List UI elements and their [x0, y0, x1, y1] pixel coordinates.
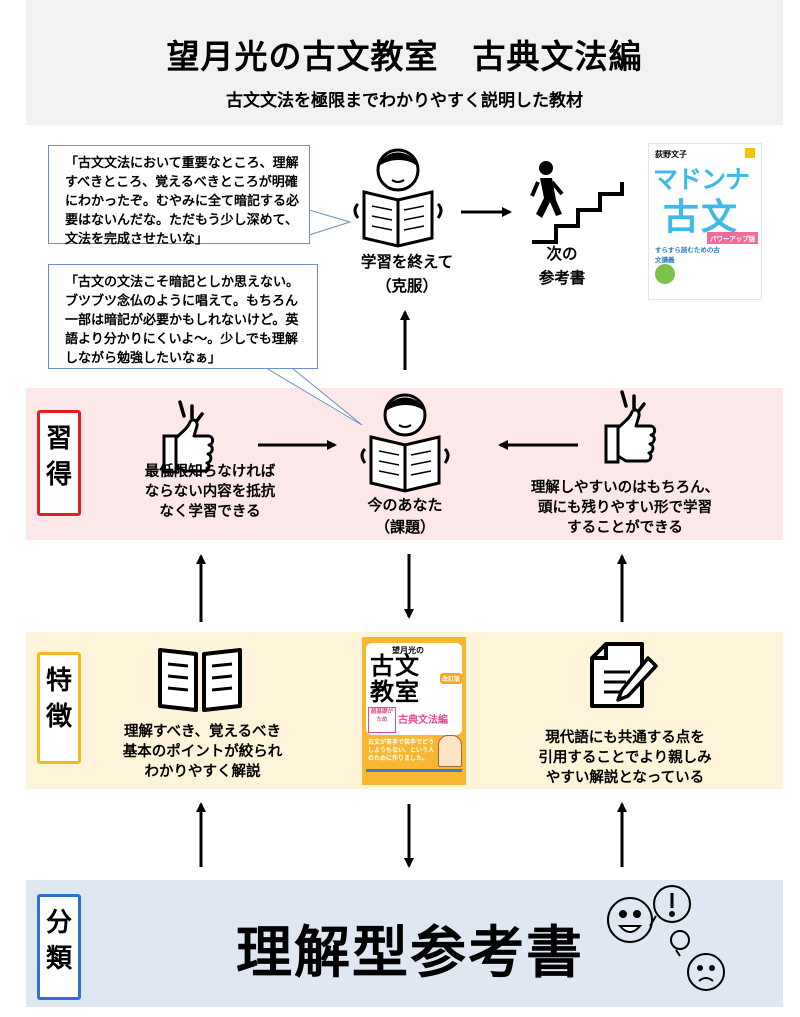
tag-learning-char-1: 習 [45, 424, 72, 454]
feature-left-line-3: わかりやすく解説 [144, 764, 261, 780]
learn-center-caption: 今のあなた （課題） [325, 494, 485, 538]
feature-right-caption: 現代語にも共通する点を 引用することでより親しみ やすい解説となっている [510, 728, 740, 788]
cover-title-1: 古文 [370, 652, 420, 680]
learn-right-line-3: することができる [567, 520, 683, 536]
tag-classification-char-1: 分 [45, 908, 72, 938]
next-book-author: 荻野文子 [655, 150, 687, 159]
tag-learning: 習 得 [37, 410, 81, 516]
cover-blurb: 古文が苦手で苦手でどうしようもない、という人のために作りました。 [368, 739, 435, 762]
featured-book-cover: 望月光の 古文 教室 改訂版 古典文法編 超基礎がため 古文が苦手で苦手でどうし… [362, 637, 466, 785]
after-study-line-1: 学習を終えて [360, 253, 454, 271]
next-book-cover: 荻野文子 マドンナ 古文 パワーアップ版 すらすら読むための古文講義 [648, 143, 762, 300]
thumbs-up-icon-left [162, 400, 215, 474]
learn-left-caption: 最低限知らなければ ならない内容を抵抗 なく学習できる [110, 462, 310, 522]
tag-classification: 分 類 [37, 894, 81, 1000]
feature-left-caption: 理解すべき、覚えるべき 基本のポイントが絞られ わかりやすく解説 [100, 722, 305, 782]
next-book-blurb: すらすら読むための古文講義 [655, 246, 720, 264]
learn-left-line-3: なく学習できる [159, 504, 261, 520]
tag-classification-char-2: 類 [45, 944, 72, 974]
next-book-edition: パワーアップ版 [707, 232, 759, 244]
learn-center-line-1: 今のあなた [367, 496, 443, 514]
after-study-line-2: （克服） [375, 277, 438, 295]
next-book-line-1: 次の [546, 245, 578, 263]
next-book-caption: 次の 参考書 [512, 242, 612, 290]
open-book-icon [158, 648, 242, 712]
learn-right-caption: 理解しやすいのはもちろん、 頭にも残りやすい形で学習 することができる [510, 478, 740, 538]
publisher-mark-icon [745, 148, 755, 158]
learn-right-line-2: 頭にも残りやすい形で学習 [538, 500, 712, 516]
learn-center-line-2: （課題） [374, 518, 435, 536]
reader-icon-current [360, 393, 450, 493]
bubble-tail-top [308, 209, 352, 236]
cover-badge: 超基礎がため [368, 707, 396, 733]
thumbs-up-icon-right [604, 390, 657, 464]
feature-right-line-1: 現代語にも共通する点を [545, 730, 705, 746]
feature-right-line-2: 引用することでより親しみ [538, 750, 712, 766]
cover-title-2: 教室 [370, 678, 420, 706]
page-subtitle: 古文文法を極限までわかりやすく説明した教材 [226, 91, 583, 111]
speech-bubble-top: 「古文文法において重要なところ、理解すべきところ、覚えるべきところが明確にわかっ… [48, 145, 310, 247]
page-title: 望月光の古文教室 古典文法編 [166, 37, 643, 76]
tag-feature-char-2: 徴 [45, 702, 72, 732]
cover-author: 望月光の [392, 646, 424, 655]
tag-feature: 特 徴 [37, 652, 81, 764]
next-book-line-2: 参考書 [538, 269, 586, 287]
learn-left-line-2: ならない内容を抵抗 [144, 484, 276, 500]
speech-bubble-middle: 「古文の文法こそ暗記としか思えない。ブツブツ念仏のように唱えて。もちろん一部は暗… [48, 264, 318, 369]
bubble-tail-middle [265, 367, 363, 426]
cover-stripe [366, 769, 462, 772]
cover-edition: 改訂版 [440, 673, 463, 684]
header-panel: 望月光の古文教室 古典文法編 古文文法を極限までわかりやすく説明した教材 [26, 0, 783, 125]
stairs-climber-icon [530, 161, 624, 244]
learn-right-line-1: 理解しやすいのはもちろん、 [530, 480, 720, 496]
classification-band [26, 880, 783, 1007]
feature-left-line-1: 理解すべき、覚えるべき [123, 724, 282, 740]
doodle-faces-icon [607, 885, 725, 991]
learn-left-line-1: 最低限知らなければ [144, 464, 276, 480]
next-book-badge-icon [655, 264, 675, 284]
feature-right-line-3: やすい解説となっている [545, 770, 705, 786]
classification-label: 理解型参考書 [236, 921, 584, 986]
tag-feature-char-1: 特 [45, 666, 72, 696]
next-book-title-2: 古文 [663, 197, 740, 238]
cover-subtitle: 古典文法編 [398, 715, 448, 726]
cover-author-portrait-icon [438, 735, 462, 767]
document-pen-icon [590, 642, 658, 708]
after-study-caption: 学習を終えて （克服） [332, 250, 482, 298]
next-book-title-1: マドンナ [653, 165, 750, 194]
tag-learning-char-2: 得 [45, 460, 72, 490]
feature-left-line-2: 基本のポイントが絞られ [122, 744, 283, 760]
reader-icon-top [353, 148, 443, 248]
